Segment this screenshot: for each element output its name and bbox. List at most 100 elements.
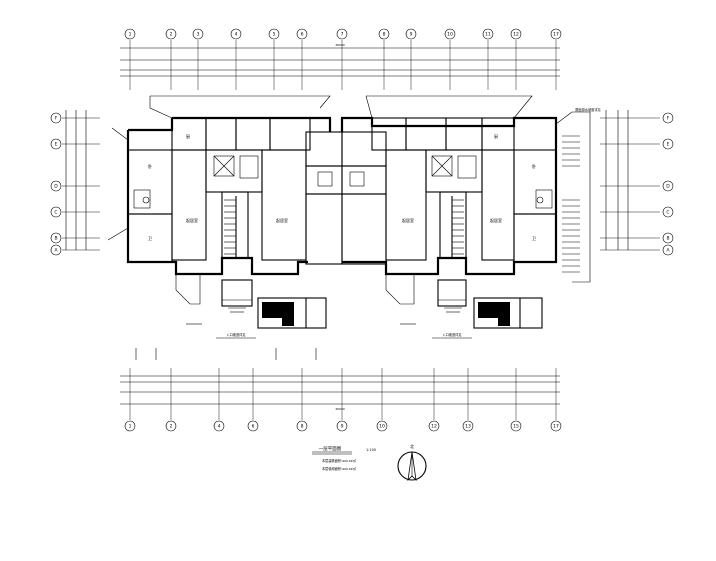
axis-bubble-top-label: 8 <box>383 32 386 38</box>
roof-eaves <box>107 95 591 283</box>
axis-bubble-left: F <box>50 112 62 124</box>
axis-bubble-right: E <box>662 138 674 150</box>
axis-bubble-top: 4 <box>230 28 242 40</box>
axis-bubble-bottom: 6 <box>247 420 259 432</box>
stair-right <box>451 196 464 258</box>
axis-bubble-top-label: 3 <box>197 32 200 38</box>
axis-bubble-bottom: 12 <box>428 420 440 432</box>
axis-bubble-left-label: E <box>55 142 58 148</box>
axis-bubble-top: 9 <box>405 28 417 40</box>
axis-bubble-top: 12 <box>510 28 522 40</box>
axis-bubble-bottom-label: 4 <box>218 424 221 430</box>
axis-bubble-right: B <box>662 232 674 244</box>
axis-bubble-bottom: 2 <box>165 420 177 432</box>
axis-bubble-top-label: 5 <box>273 32 276 38</box>
room-label-kitchen-2: 厨 <box>494 133 498 139</box>
axis-bubble-top: 6 <box>296 28 308 40</box>
axis-bubble-left: E <box>50 138 62 150</box>
north-label: 北 <box>410 443 414 449</box>
axis-bubble-bottom-label: 9 <box>341 424 344 430</box>
right-axis-bubbles: F E D C BA <box>600 112 674 256</box>
axis-bubble-right-label: E <box>667 142 670 148</box>
axis-bubble-right: D <box>662 180 674 192</box>
axis-bubble-right: F <box>662 112 674 124</box>
drawing-note-2: 本层使用面积:xxx.xx㎡ <box>322 466 357 471</box>
room-label-kitchen-1: 厨 <box>186 133 190 139</box>
axis-bubble-top: 7 <box>336 28 348 40</box>
room-label-living-right2: 起居室 <box>490 217 502 223</box>
axis-bubble-top-label: 1 <box>129 32 132 38</box>
north-arrow: 北 <box>397 443 427 482</box>
building-right-half: 起居室 起居室 卧 厨 卫 <box>340 116 558 276</box>
title-block: 一层平面图 1:100 本层建筑面积:xxx.xx㎡ 本层使用面积:xxx.xx… <box>312 446 376 471</box>
section-marks <box>135 348 317 360</box>
axis-bubble-bottom-label: 17 <box>553 424 559 430</box>
axis-bubble-top-label: 12 <box>513 32 519 38</box>
axis-bubble-bottom: 4 <box>213 420 225 432</box>
entry-note-right: 入口坡道详见 <box>442 332 462 337</box>
axis-bubble-bottom-label: 1 <box>129 424 132 430</box>
axis-bubble-top: 2 <box>165 28 177 40</box>
axis-bubble-left: C <box>50 206 62 218</box>
axis-bubble-top-label: 2 <box>170 32 173 38</box>
axis-bubble-top-label: 10 <box>447 32 453 38</box>
stair-left <box>224 196 237 258</box>
entry-left: 入口坡道详见 <box>175 274 327 339</box>
top-dimension-lines: 36000 <box>120 43 560 77</box>
axis-bubble-bottom-label: 2 <box>170 424 173 430</box>
axis-bubble-bottom-label: 8 <box>301 424 304 430</box>
overall-dim-bottom: 36000 <box>335 407 345 411</box>
axis-bubble-right: A <box>662 244 674 256</box>
drawing-note-1: 本层建筑面积:xxx.xx㎡ <box>322 458 357 463</box>
axis-bubble-top-label: 4 <box>235 32 238 38</box>
axis-bubble-bottom-label: 13 <box>465 424 471 430</box>
entry-right: 入口坡道详见 <box>385 274 543 339</box>
overall-dim-top: 36000 <box>335 43 345 47</box>
side-dimension-lines <box>65 110 629 250</box>
axis-bubble-top-label: 6 <box>301 32 304 38</box>
drawing-title: 一层平面图 <box>319 446 342 452</box>
axis-bubble-left-label: A <box>54 248 58 254</box>
axis-bubble-top-label: 7 <box>341 32 344 38</box>
axis-bubble-top: 8 <box>378 28 390 40</box>
axis-bubble-top: 3 <box>192 28 204 40</box>
bottom-dimension-lines: 36000 <box>120 375 560 411</box>
axis-bubble-left: A <box>50 244 62 256</box>
axis-bubble-top: 1 <box>124 28 136 40</box>
right-annotation: 屋面排水坡度详见 <box>575 107 601 112</box>
room-label-bed-1: 卧 <box>148 163 152 169</box>
axis-bubble-top-label: 11 <box>485 32 491 38</box>
axis-bubble-left-label: B <box>54 236 57 242</box>
axis-bubble-right-label: F <box>667 116 670 122</box>
axis-bubble-right-label: D <box>666 184 670 190</box>
axis-bubble-bottom-label: 10 <box>379 424 385 430</box>
axis-bubble-right: C <box>662 206 674 218</box>
axis-bubble-right-label: A <box>666 248 670 254</box>
room-label-bath-1: 卫 <box>148 236 152 241</box>
axis-bubble-bottom: 15 <box>510 420 522 432</box>
axis-bubble-top: 17 <box>550 28 562 40</box>
axis-bubble-bottom: 8 <box>296 420 308 432</box>
axis-bubble-bottom: 17 <box>550 420 562 432</box>
axis-bubble-top-label: 9 <box>410 32 413 38</box>
axis-bubble-top: 5 <box>268 28 280 40</box>
axis-bubble-bottom: 10 <box>376 420 388 432</box>
axis-bubble-left: D <box>50 180 62 192</box>
axis-bubble-bottom: 9 <box>336 420 348 432</box>
axis-bubble-left-label: F <box>55 116 58 122</box>
axis-bubble-left-label: C <box>54 210 57 216</box>
axis-bubble-bottom: 1 <box>124 420 136 432</box>
axis-bubble-left: B <box>50 232 62 244</box>
axis-bubble-left-label: D <box>54 184 58 190</box>
axis-bubble-bottom: 13 <box>462 420 474 432</box>
entry-note-left: 入口坡道详见 <box>226 332 246 337</box>
room-label-living-left: 起居室 <box>186 217 198 223</box>
building-left-half: 起居室 起居室 卧 厨 卫 <box>126 116 343 276</box>
axis-bubble-bottom-label: 12 <box>431 424 437 430</box>
right-exterior-steps: 屋面排水坡度详见 <box>562 107 602 273</box>
axis-bubble-bottom-label: 6 <box>252 424 255 430</box>
room-label-bed-2: 卧 <box>532 163 536 169</box>
